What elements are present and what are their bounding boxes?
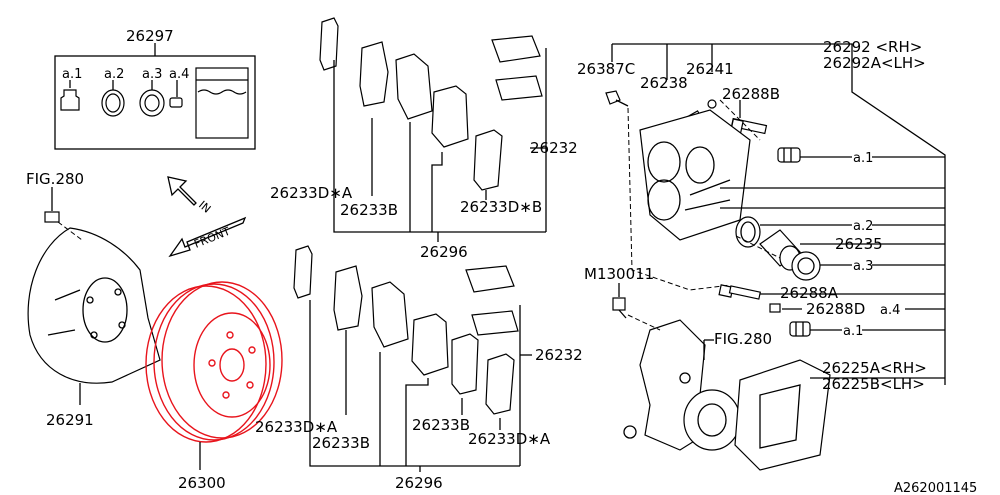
- piston-seal[interactable]: [735, 216, 761, 248]
- kit-item-a1[interactable]: [60, 80, 80, 111]
- lower-shim-inner-b2[interactable]: [451, 333, 479, 395]
- backing-plate-bolt[interactable]: [44, 187, 60, 223]
- lower-pad-group: [293, 245, 532, 472]
- label-pad-kit-bottom: 26232: [535, 346, 583, 364]
- label-backing-plate: 26291: [46, 411, 94, 429]
- label-diagram-id: A262001145: [894, 481, 977, 495]
- boot-a1-top[interactable]: [777, 147, 801, 163]
- backing-plate[interactable]: [27, 221, 161, 384]
- label-support-lh: 26225B<LH>: [822, 375, 925, 393]
- front-arrow-icon: [168, 216, 247, 258]
- label-ref-a3: a.3: [853, 259, 873, 274]
- lower-shim-inner-b[interactable]: [333, 265, 363, 331]
- label-shim-da-bottom: 26233D∗A: [468, 430, 551, 448]
- support-assembly: [612, 283, 945, 471]
- label-piston: 26235: [835, 235, 883, 253]
- pin-boot-d[interactable]: [769, 303, 781, 313]
- lower-shim-inner-da[interactable]: [485, 353, 515, 415]
- label-ref-a2: a.2: [853, 219, 873, 234]
- label-kit-a2: a.2: [104, 67, 124, 82]
- label-support-rh: 26225A<RH>: [822, 359, 927, 377]
- label-shim-kit-bottom: 26296: [395, 474, 443, 492]
- label-shim-a-top: 26233D∗A: [270, 184, 353, 202]
- upper-pad-inner[interactable]: [431, 85, 469, 148]
- label-shim-b-bottom: 26233B: [312, 434, 370, 452]
- label-guide-pin: 26288B: [722, 85, 780, 103]
- grease-packet-icon: [195, 67, 249, 139]
- mount-bolt[interactable]: [612, 297, 627, 319]
- upper-pad-group: [319, 17, 547, 242]
- label-shim-a-bottom: 26233D∗A: [255, 418, 338, 436]
- lower-pad-inner[interactable]: [411, 313, 449, 376]
- in-arrow-icon: [167, 176, 197, 206]
- kit-item-a2[interactable]: [101, 80, 125, 117]
- caliper-piston[interactable]: [759, 229, 801, 271]
- label-ref-a1-top: a.1: [853, 151, 873, 166]
- lower-shim-outer-a[interactable]: [293, 245, 313, 299]
- label-pin-d: 26288D: [806, 300, 865, 318]
- guide-pin-a[interactable]: [718, 284, 762, 300]
- label-rotor: 26300: [178, 474, 226, 492]
- labels: 26297 a.1 a.2 a.3 a.4 FIG.280 IN FRONT 2…: [26, 27, 977, 495]
- label-kit: 26297: [126, 27, 174, 45]
- label-ref-a4: a.4: [880, 303, 900, 318]
- label-shim-b-bottom2: 26233B: [412, 416, 470, 434]
- boot-a1-bottom[interactable]: [789, 321, 811, 337]
- label-caliper-lh: 26292A<LH>: [823, 54, 926, 72]
- brake-rotor[interactable]: [145, 281, 283, 443]
- label-kit-a1: a.1: [62, 67, 82, 82]
- label-shim-db-top: 26233D∗B: [460, 198, 542, 216]
- label-in: IN: [196, 198, 213, 215]
- label-kit-a4: a.4: [169, 67, 189, 82]
- upper-pad-clips[interactable]: [491, 35, 543, 101]
- label-pin-boot: 26241: [686, 60, 734, 78]
- label-fig280-left: FIG.280: [26, 170, 84, 188]
- label-front: FRONT: [192, 225, 232, 251]
- bleeder-cap[interactable]: [605, 90, 621, 105]
- caliper-support[interactable]: [734, 359, 831, 471]
- label-pin-a: 26288A: [780, 284, 839, 302]
- label-shim-b-top: 26233B: [340, 201, 398, 219]
- kit-item-a4[interactable]: [169, 80, 183, 108]
- label-kit-a3: a.3: [142, 67, 162, 82]
- upper-shim-outer-a[interactable]: [319, 17, 339, 71]
- caliper-assembly: [605, 43, 946, 385]
- lower-pad-outer[interactable]: [371, 281, 409, 348]
- label-pad-kit-top: 26232: [530, 139, 578, 157]
- label-ref-a1-bottom: a.1: [843, 324, 863, 339]
- label-bleeder: 26238: [640, 74, 688, 92]
- upper-shim-inner-b[interactable]: [359, 41, 389, 107]
- lower-pad-clips[interactable]: [465, 265, 519, 336]
- dust-boot-a3[interactable]: [791, 251, 821, 281]
- caliper-body[interactable]: [639, 109, 751, 241]
- label-bolt: M130011: [584, 265, 654, 283]
- label-fig280-right: FIG.280: [714, 330, 772, 348]
- kit-item-a3[interactable]: [139, 80, 165, 117]
- label-caliper-rh: 26292 <RH>: [823, 38, 922, 56]
- upper-shim-inner-db[interactable]: [473, 129, 503, 191]
- pin-boot[interactable]: [707, 99, 717, 109]
- label-bleeder-cap: 26387C: [577, 60, 635, 78]
- kit-box: [54, 43, 256, 150]
- upper-pad-outer[interactable]: [395, 53, 433, 120]
- label-shim-kit-top: 26296: [420, 243, 468, 261]
